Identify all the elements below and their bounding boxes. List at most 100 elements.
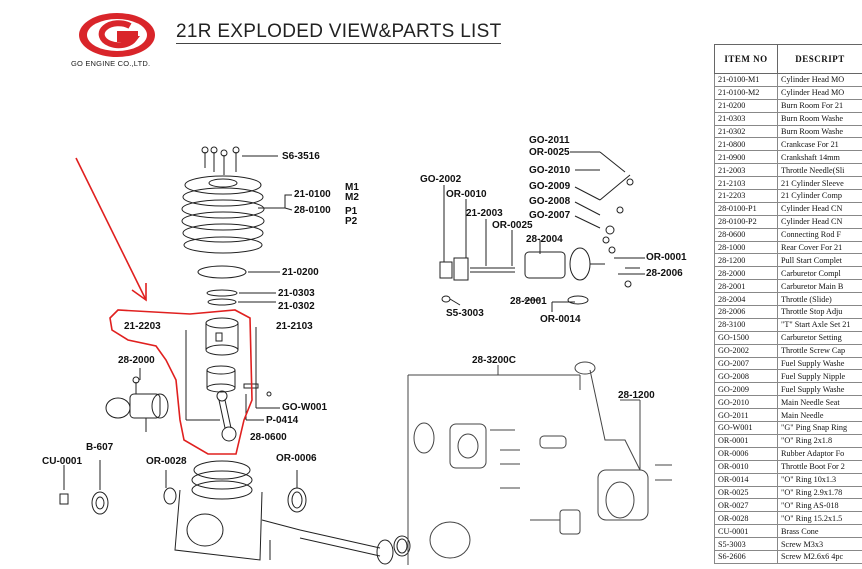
- item-no-cell: 28-0600: [714, 227, 778, 242]
- description-cell: Throttle Boot For 2: [777, 459, 862, 474]
- table-row: OR-0001"O" Ring 2x1.8: [714, 433, 862, 448]
- item-no-cell: 28-2001: [714, 279, 778, 294]
- item-no-cell: GO-1500: [714, 330, 778, 345]
- item-no-cell: 21-2003: [714, 163, 778, 178]
- description-cell: Burn Room For 21: [777, 98, 862, 113]
- item-no-cell: GO-2002: [714, 343, 778, 358]
- description-cell: "O" Ring AS-018: [777, 498, 862, 513]
- table-row: OR-0014"O" Ring 10x1.3: [714, 472, 862, 487]
- item-no-cell: GO-2010: [714, 395, 778, 410]
- description-cell: Throttle (Slide): [777, 292, 862, 307]
- item-no-cell: 21-0100-M1: [714, 73, 778, 87]
- label-21-0302: 21-0302: [278, 301, 315, 312]
- item-no-cell: 21-0100-M2: [714, 85, 778, 100]
- label-28-0600: 28-0600: [250, 432, 287, 443]
- description-cell: Fuel Supply Washe: [777, 382, 862, 397]
- label-28-0100: 28-0100: [294, 205, 331, 216]
- item-no-cell: S6-2606: [714, 549, 778, 564]
- head-screws: [201, 146, 240, 175]
- cylinder-sleeve: [205, 317, 239, 356]
- label-28-2006: 28-2006: [646, 268, 683, 279]
- label-p1: P1: [345, 206, 358, 217]
- description-cell: Throttle Stop Adju: [777, 305, 862, 319]
- label-or-0028: OR-0028: [146, 456, 187, 467]
- label-or-0025-b: OR-0025: [529, 147, 570, 158]
- cylinder-head: [181, 175, 265, 254]
- label-21-0100: 21-0100: [294, 189, 331, 200]
- description-cell: "O" Ring 2x1.8: [777, 433, 862, 448]
- description-cell: 21 Cylinder Comp: [777, 189, 862, 203]
- item-no-cell: OR-0028: [714, 511, 778, 526]
- item-no-cell: OR-0027: [714, 498, 778, 513]
- description-cell: Cylinder Head MO: [777, 85, 862, 100]
- label-or-0006: OR-0006: [276, 453, 317, 464]
- description-cell: Carburetor Compl: [777, 266, 862, 281]
- item-no-cell: 21-2203: [714, 189, 778, 203]
- table-row: OR-0025"O" Ring 2.9x1.78: [714, 485, 862, 500]
- label-28-2001: 28-2001: [510, 296, 547, 307]
- item-no-cell: 28-2000: [714, 266, 778, 281]
- description-cell: Screw M3x3: [777, 537, 862, 551]
- label-or-0001: OR-0001: [646, 252, 687, 263]
- item-no-cell: 28-0100-P2: [714, 214, 778, 229]
- label-28-2000: 28-2000: [118, 355, 155, 366]
- burn-room: [197, 265, 247, 279]
- item-no-cell: 28-1000: [714, 240, 778, 255]
- description-cell: Carburetor Main B: [777, 279, 862, 294]
- description-cell: Main Needle: [777, 408, 862, 423]
- label-or-0014: OR-0014: [540, 314, 581, 325]
- description-cell: Throttle Screw Cap: [777, 343, 862, 358]
- item-no-cell: OR-0010: [714, 459, 778, 474]
- label-s6-3516: S6-3516: [282, 151, 320, 162]
- item-no-cell: GO-2009: [714, 382, 778, 397]
- item-no-cell: 28-2004: [714, 292, 778, 307]
- go-engine-logo: [79, 13, 155, 57]
- description-cell: Rubber Adaptor Fo: [777, 446, 862, 461]
- logo-caption: GO ENGINE CO.,LTD.: [71, 59, 151, 68]
- label-28-1200: 28-1200: [618, 390, 655, 401]
- table-row: OR-0028"O" Ring 15.2x1.5: [714, 511, 862, 526]
- connecting-rod: [216, 390, 237, 442]
- label-go-2002: GO-2002: [420, 174, 462, 185]
- item-no-cell: 21-2103: [714, 176, 778, 191]
- item-no-cell: OR-0014: [714, 472, 778, 487]
- description-cell: "O" Ring 15.2x1.5: [777, 511, 862, 526]
- pull-start-group: [407, 361, 672, 565]
- description-cell: "O" Ring 10x1.3: [777, 472, 862, 487]
- parts-table-header-row: ITEM NO DESCRIPT: [714, 44, 862, 74]
- item-no-cell: 21-0302: [714, 124, 778, 139]
- item-no-cell: GO-2007: [714, 356, 778, 371]
- description-cell: Cylinder Head MO: [777, 73, 862, 87]
- washer-b: [207, 298, 237, 306]
- label-go-2010: GO-2010: [529, 165, 571, 176]
- description-cell: Connecting Rod F: [777, 227, 862, 242]
- label-21-0200: 21-0200: [282, 267, 319, 278]
- item-no-cell: 28-1200: [714, 253, 778, 268]
- description-cell: "G" Ping Snap Ring: [777, 421, 862, 435]
- item-no-cell: 28-2006: [714, 305, 778, 319]
- label-21-2103: 21-2103: [276, 321, 313, 332]
- description-cell: Crankcase For 21: [777, 137, 862, 152]
- label-or-0010: OR-0010: [446, 189, 487, 200]
- label-go-2011: GO-2011: [529, 135, 570, 146]
